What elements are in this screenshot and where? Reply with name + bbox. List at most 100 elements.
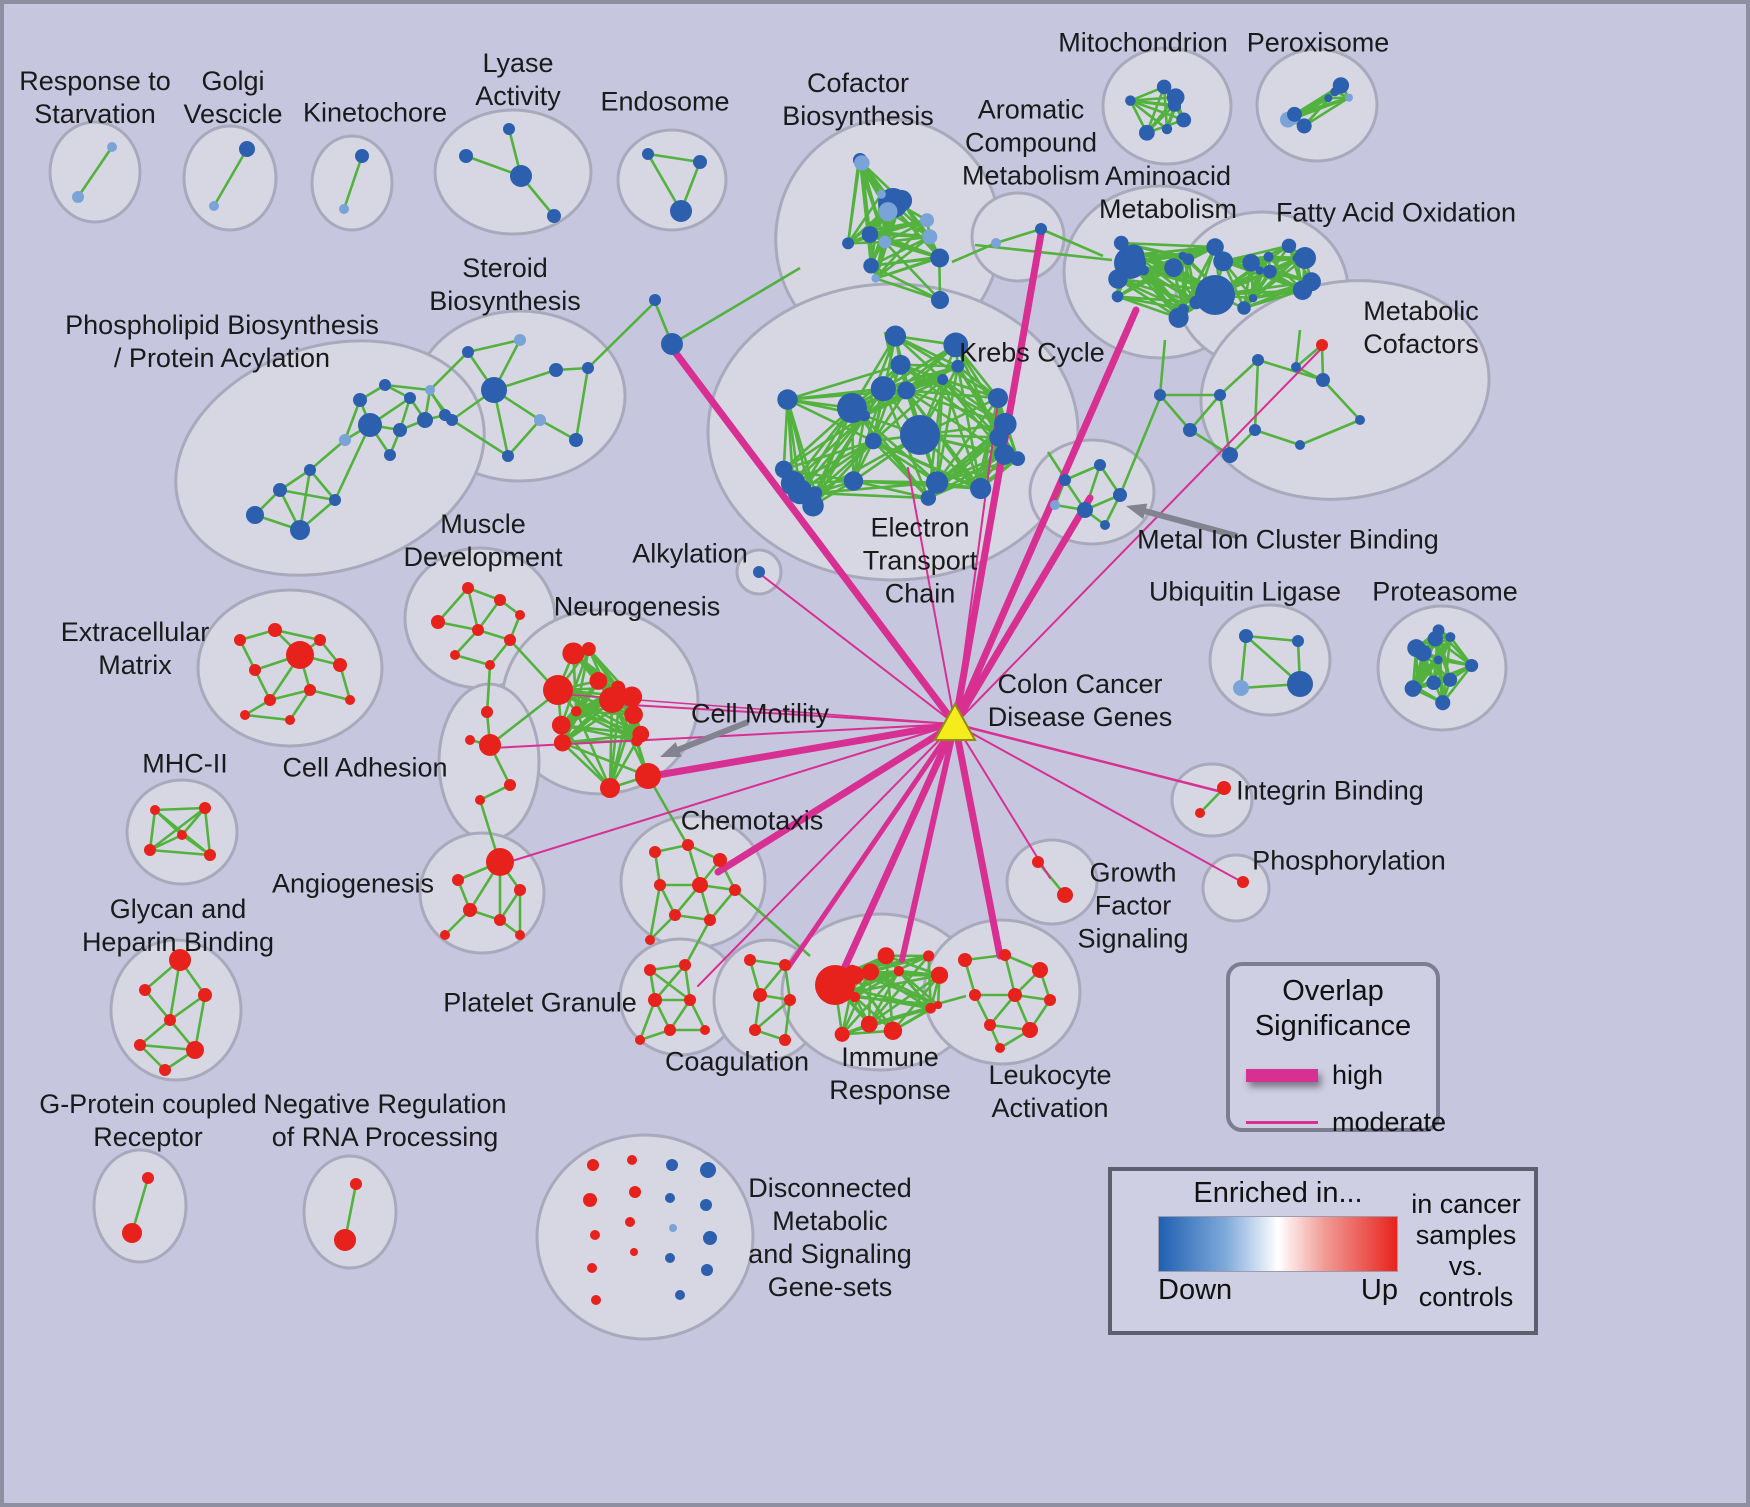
gene-set-node-muscle-development bbox=[485, 660, 495, 670]
gene-set-node-disconnected-gene-sets bbox=[583, 1193, 597, 1207]
enriched-legend-note: in cancer samples vs. controls bbox=[1411, 1189, 1521, 1312]
gene-set-node-response-to-starvation bbox=[72, 191, 84, 203]
gene-set-node-lyase-activity bbox=[510, 165, 532, 187]
gene-set-edge bbox=[149, 848, 211, 857]
gene-set-edge bbox=[884, 219, 928, 244]
enrichment-color-legend: Enriched in... Down Up in cancer samples… bbox=[1108, 1167, 1538, 1335]
gene-set-node-golgi-vescicle bbox=[239, 141, 255, 157]
gene-set-edge bbox=[1064, 463, 1101, 482]
gene-set-node-mhc-ii bbox=[204, 849, 216, 861]
gene-set-node-steroid-biosynthesis bbox=[502, 450, 514, 462]
gene-set-node-coagulation bbox=[744, 954, 756, 966]
disease-overlap-edge bbox=[954, 723, 1243, 883]
gene-set-node-metabolic-cofactors bbox=[1355, 415, 1365, 425]
gene-set-node-aminoacid-metabolism bbox=[1168, 307, 1189, 328]
gene-set-edge bbox=[1441, 664, 1473, 704]
gene-set-node-mhc-ii bbox=[177, 830, 187, 840]
gene-set-node-steroid-biosynthesis bbox=[549, 363, 563, 377]
gene-set-edge bbox=[897, 970, 932, 1010]
inter-cluster-edge bbox=[734, 889, 811, 957]
gene-set-node-steroid-biosynthesis bbox=[481, 377, 507, 403]
legend-item-high: high bbox=[1246, 1060, 1436, 1091]
gene-set-edge bbox=[1159, 394, 1191, 431]
gene-set-node-phospholipid-biosynthesis bbox=[393, 423, 407, 437]
gene-set-node-phospholipid-biosynthesis bbox=[379, 379, 391, 391]
gene-set-node-platelet-granule bbox=[679, 959, 691, 971]
gene-set-edge bbox=[783, 999, 792, 1041]
gene-set-node-metabolic-cofactors bbox=[1183, 423, 1197, 437]
inter-cluster-edge bbox=[646, 775, 690, 847]
gene-set-edge bbox=[1222, 260, 1303, 292]
gene-set-node-immune-response bbox=[838, 986, 853, 1001]
gene-set-edge bbox=[467, 338, 521, 354]
gene-set-node-disconnected-gene-sets bbox=[627, 1155, 637, 1165]
gene-set-node-disconnected-gene-sets bbox=[665, 1253, 675, 1263]
gene-set-edge bbox=[454, 653, 491, 667]
gene-set-node-phospholipid-biosynthesis bbox=[358, 413, 382, 437]
gene-set-edge bbox=[149, 806, 206, 852]
gene-set-edge bbox=[649, 968, 691, 1002]
gene-set-edge bbox=[274, 628, 321, 642]
disease-overlap-edge bbox=[951, 230, 1045, 728]
gene-set-edge bbox=[574, 367, 590, 441]
gene-set-node-immune-response bbox=[883, 1021, 903, 1041]
gene-set-edge bbox=[212, 148, 249, 207]
gene-set-node-neurogenesis bbox=[581, 642, 596, 657]
gene-set-node-neurogenesis bbox=[624, 705, 643, 725]
gene-set-node-phospholipid-biosynthesis bbox=[246, 506, 264, 524]
gene-set-edge bbox=[169, 993, 206, 1022]
gene-set-node-glycan-heparin-binding bbox=[139, 984, 151, 996]
gene-set-edge bbox=[872, 440, 930, 499]
gene-set-edge bbox=[874, 235, 931, 280]
gene-set-node-proteasome bbox=[1435, 695, 1451, 711]
gene-set-node-extracellular-matrix bbox=[285, 715, 295, 725]
gene-set-node-neurogenesis bbox=[600, 778, 620, 798]
gene-set-node-cell-adhesion bbox=[479, 734, 501, 756]
gene-set-node-leukocyte-activation bbox=[1008, 988, 1022, 1002]
gene-set-edge bbox=[1437, 629, 1473, 667]
gene-set-node-alkylation bbox=[753, 566, 765, 578]
gene-set-node-kinetochore bbox=[339, 204, 349, 214]
gene-set-edge bbox=[1416, 638, 1437, 689]
gene-set-node-glycan-heparin-binding bbox=[169, 949, 191, 971]
gene-set-edge bbox=[846, 161, 860, 244]
gene-set-edge bbox=[1117, 277, 1184, 311]
gene-set-node-proteasome bbox=[1465, 658, 1479, 673]
gene-set-edge bbox=[647, 152, 701, 164]
gene-set-node-cell-adhesion bbox=[475, 795, 485, 805]
gene-set-node-metabolic-cofactors bbox=[1222, 447, 1238, 463]
gene-set-node-neurogenesis bbox=[553, 734, 572, 752]
gene-set-edge bbox=[867, 229, 941, 260]
cluster-phosphorylation bbox=[1201, 853, 1271, 923]
gene-set-edge bbox=[786, 399, 817, 494]
gene-set-edge bbox=[1299, 418, 1361, 447]
gene-set-node-lyase-activity bbox=[459, 149, 473, 163]
gene-set-edge bbox=[288, 689, 312, 721]
gene-set-node-disconnected-gene-sets bbox=[591, 1295, 601, 1305]
gene-set-node-cofactor-biosynthesis bbox=[922, 229, 938, 245]
gene-set-node-electron-transport-chain bbox=[780, 470, 806, 496]
gene-set-edge bbox=[193, 994, 207, 1051]
gene-set-edge bbox=[995, 227, 1042, 245]
gene-set-edge bbox=[872, 439, 938, 484]
gradient-up-label: Up bbox=[1360, 1274, 1398, 1306]
gene-set-node-aminoacid-metabolism bbox=[1164, 258, 1183, 278]
gene-set-node-electron-transport-chain bbox=[777, 389, 798, 410]
gene-set-node-glycan-heparin-binding bbox=[186, 1041, 204, 1059]
gene-set-node-disconnected-gene-sets bbox=[666, 1159, 678, 1171]
gene-set-node-fatty-acid-oxidation bbox=[1263, 264, 1277, 279]
gene-set-edge bbox=[792, 407, 854, 485]
gene-set-edge bbox=[847, 193, 883, 245]
gene-set-node-leukocyte-activation bbox=[1022, 1022, 1038, 1038]
gene-set-edge bbox=[905, 364, 959, 392]
gene-set-edge bbox=[941, 378, 1000, 439]
gene-set-node-neurogenesis bbox=[571, 706, 582, 717]
gene-set-node-chemotaxis bbox=[704, 914, 716, 926]
gene-set-node-proteasome bbox=[1426, 675, 1441, 690]
gene-set-node-growth-factor-signaling bbox=[1032, 856, 1044, 868]
gene-set-edge bbox=[333, 424, 372, 501]
gene-set-node-steroid-biosynthesis bbox=[462, 346, 474, 358]
inter-cluster-edge bbox=[683, 919, 712, 967]
gene-set-edge bbox=[1322, 379, 1361, 421]
gene-set-edge bbox=[309, 469, 336, 501]
